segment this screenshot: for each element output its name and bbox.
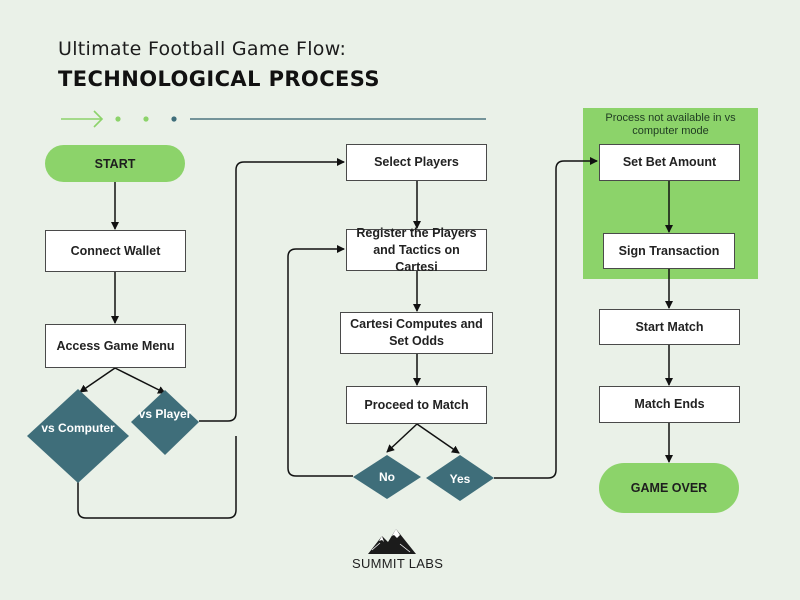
dot-icon — [143, 116, 149, 122]
access-game-menu-step: Access Game Menu — [45, 324, 186, 368]
no-label: No — [379, 470, 395, 484]
page-title-line2: TECHNOLOGICAL PROCESS — [58, 67, 380, 91]
availability-note: Process not available in vs computer mod… — [605, 112, 736, 137]
select-players-step: Select Players — [346, 144, 487, 181]
decision-diamond-vs-player — [131, 390, 199, 455]
register-players-step: Register the Players and Tactics on Cart… — [346, 226, 487, 274]
start-node: START — [45, 145, 185, 182]
vs-computer-label: vs Computer — [41, 421, 115, 435]
proceed-to-match-step: Proceed to Match — [346, 386, 487, 424]
dot-icon — [115, 116, 121, 122]
start-match-step: Start Match — [599, 309, 740, 345]
arrow-right-icon — [61, 110, 104, 128]
connect-wallet-step: Connect Wallet — [45, 230, 186, 272]
decision-diamond-vs-computer — [27, 389, 129, 483]
vs-player-label: vs Player — [138, 407, 192, 421]
decision-diamond-yes — [426, 455, 494, 501]
decision-diamond-no — [353, 455, 421, 499]
yes-label: Yes — [449, 472, 471, 486]
sign-transaction-step: Sign Transaction — [603, 233, 735, 269]
game-over-node: GAME OVER — [599, 463, 739, 513]
header-divider — [61, 110, 486, 128]
cartesi-computes-step: Cartesi Computes and Set Odds — [340, 312, 493, 354]
match-ends-step: Match Ends — [599, 386, 740, 423]
page-title-line1: Ultimate Football Game Flow: — [58, 38, 347, 60]
mountain-logo-icon — [368, 529, 416, 554]
brand-name: SUMMIT LABS — [352, 556, 444, 571]
set-bet-amount-step: Set Bet Amount — [599, 144, 740, 181]
dot-icon — [171, 116, 177, 122]
